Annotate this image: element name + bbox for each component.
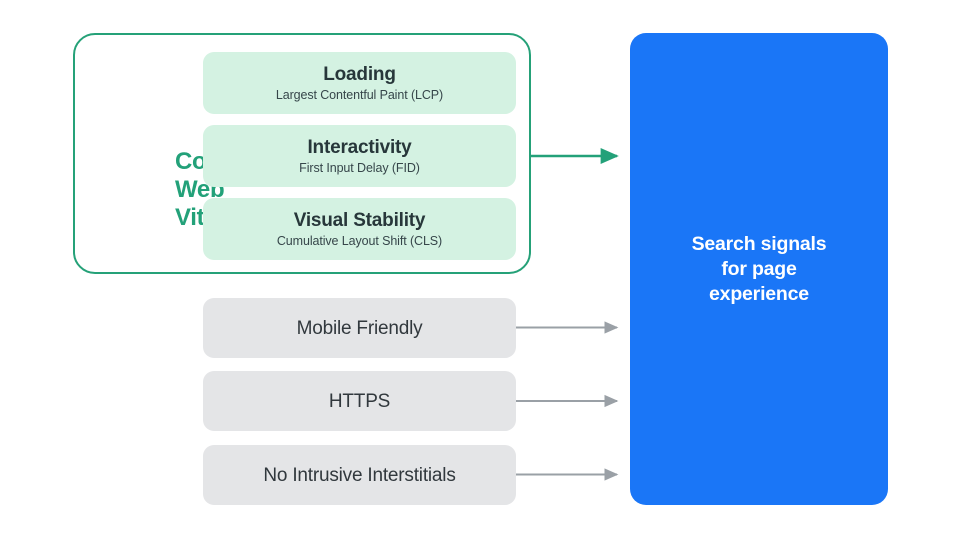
metric-subtitle: Largest Contentful Paint (LCP) <box>275 88 444 102</box>
signal-title: No Intrusive Interstitials <box>263 464 456 486</box>
metric-title: Visual Stability <box>293 210 426 231</box>
metric-card-visual-stability[interactable]: Visual Stability Cumulative Layout Shift… <box>203 198 516 260</box>
metric-subtitle: First Input Delay (FID) <box>299 161 420 175</box>
signal-title: Mobile Friendly <box>296 317 423 339</box>
metric-card-loading[interactable]: Loading Largest Contentful Paint (LCP) <box>203 52 516 114</box>
metric-title: Loading <box>323 64 396 85</box>
metric-card-interactivity[interactable]: Interactivity First Input Delay (FID) <box>203 125 516 187</box>
metric-subtitle: Cumulative Layout Shift (CLS) <box>276 234 443 248</box>
signal-card-mobile-friendly[interactable]: Mobile Friendly <box>203 298 516 358</box>
signal-card-no-intrusive-interstitials[interactable]: No Intrusive Interstitials <box>203 445 516 505</box>
signal-title: HTTPS <box>328 390 391 412</box>
destination-panel-label: Search signals for page experience <box>691 232 827 305</box>
destination-panel-search-signals[interactable]: Search signals for page experience <box>630 33 888 505</box>
signal-card-https[interactable]: HTTPS <box>203 371 516 431</box>
metric-title: Interactivity <box>307 137 412 158</box>
